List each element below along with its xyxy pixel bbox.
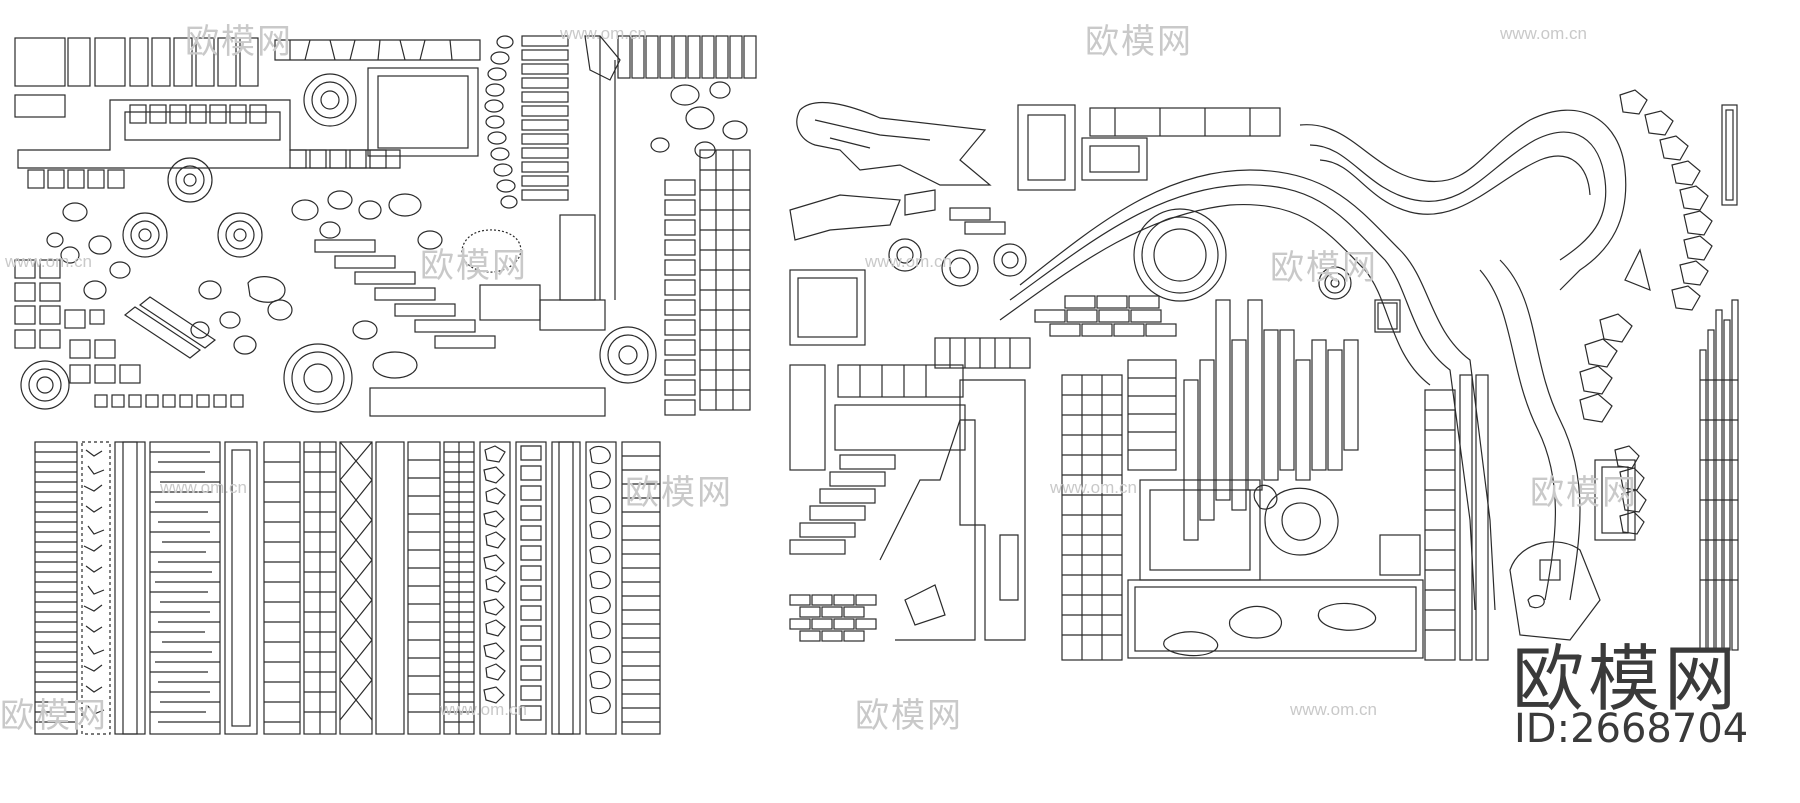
model-id-label: ID:2668704 [1514,706,1749,752]
watermark-url: www.om.cn [5,252,92,271]
watermark-logo: 欧模网 [0,696,108,736]
watermark-logo: 欧模网 [1270,248,1378,288]
watermark-url: www.om.cn [1290,700,1377,719]
paving-blocks-panel [14,35,757,417]
watermark-url: www.om.cn [160,478,247,497]
watermark-url: www.om.cn [560,24,647,43]
brand-logo: 欧模网 [1512,637,1741,721]
watermark-logo: 欧模网 [185,22,293,62]
watermark-logo: 欧模网 [625,473,733,513]
watermark-logo: 欧模网 [420,246,528,286]
watermark-logo: 欧模网 [855,696,963,736]
watermark-logo: 欧模网 [1530,473,1638,513]
watermark-url: www.om.cn [1050,478,1137,497]
watermark-url: www.om.cn [1500,24,1587,43]
landscape-plaza-panel [789,89,1739,661]
paving-strips-panel [34,441,661,735]
watermark-url: www.om.cn [440,700,527,719]
watermark-logo: 欧模网 [1085,22,1193,62]
watermark-url: www.om.cn [865,252,952,271]
